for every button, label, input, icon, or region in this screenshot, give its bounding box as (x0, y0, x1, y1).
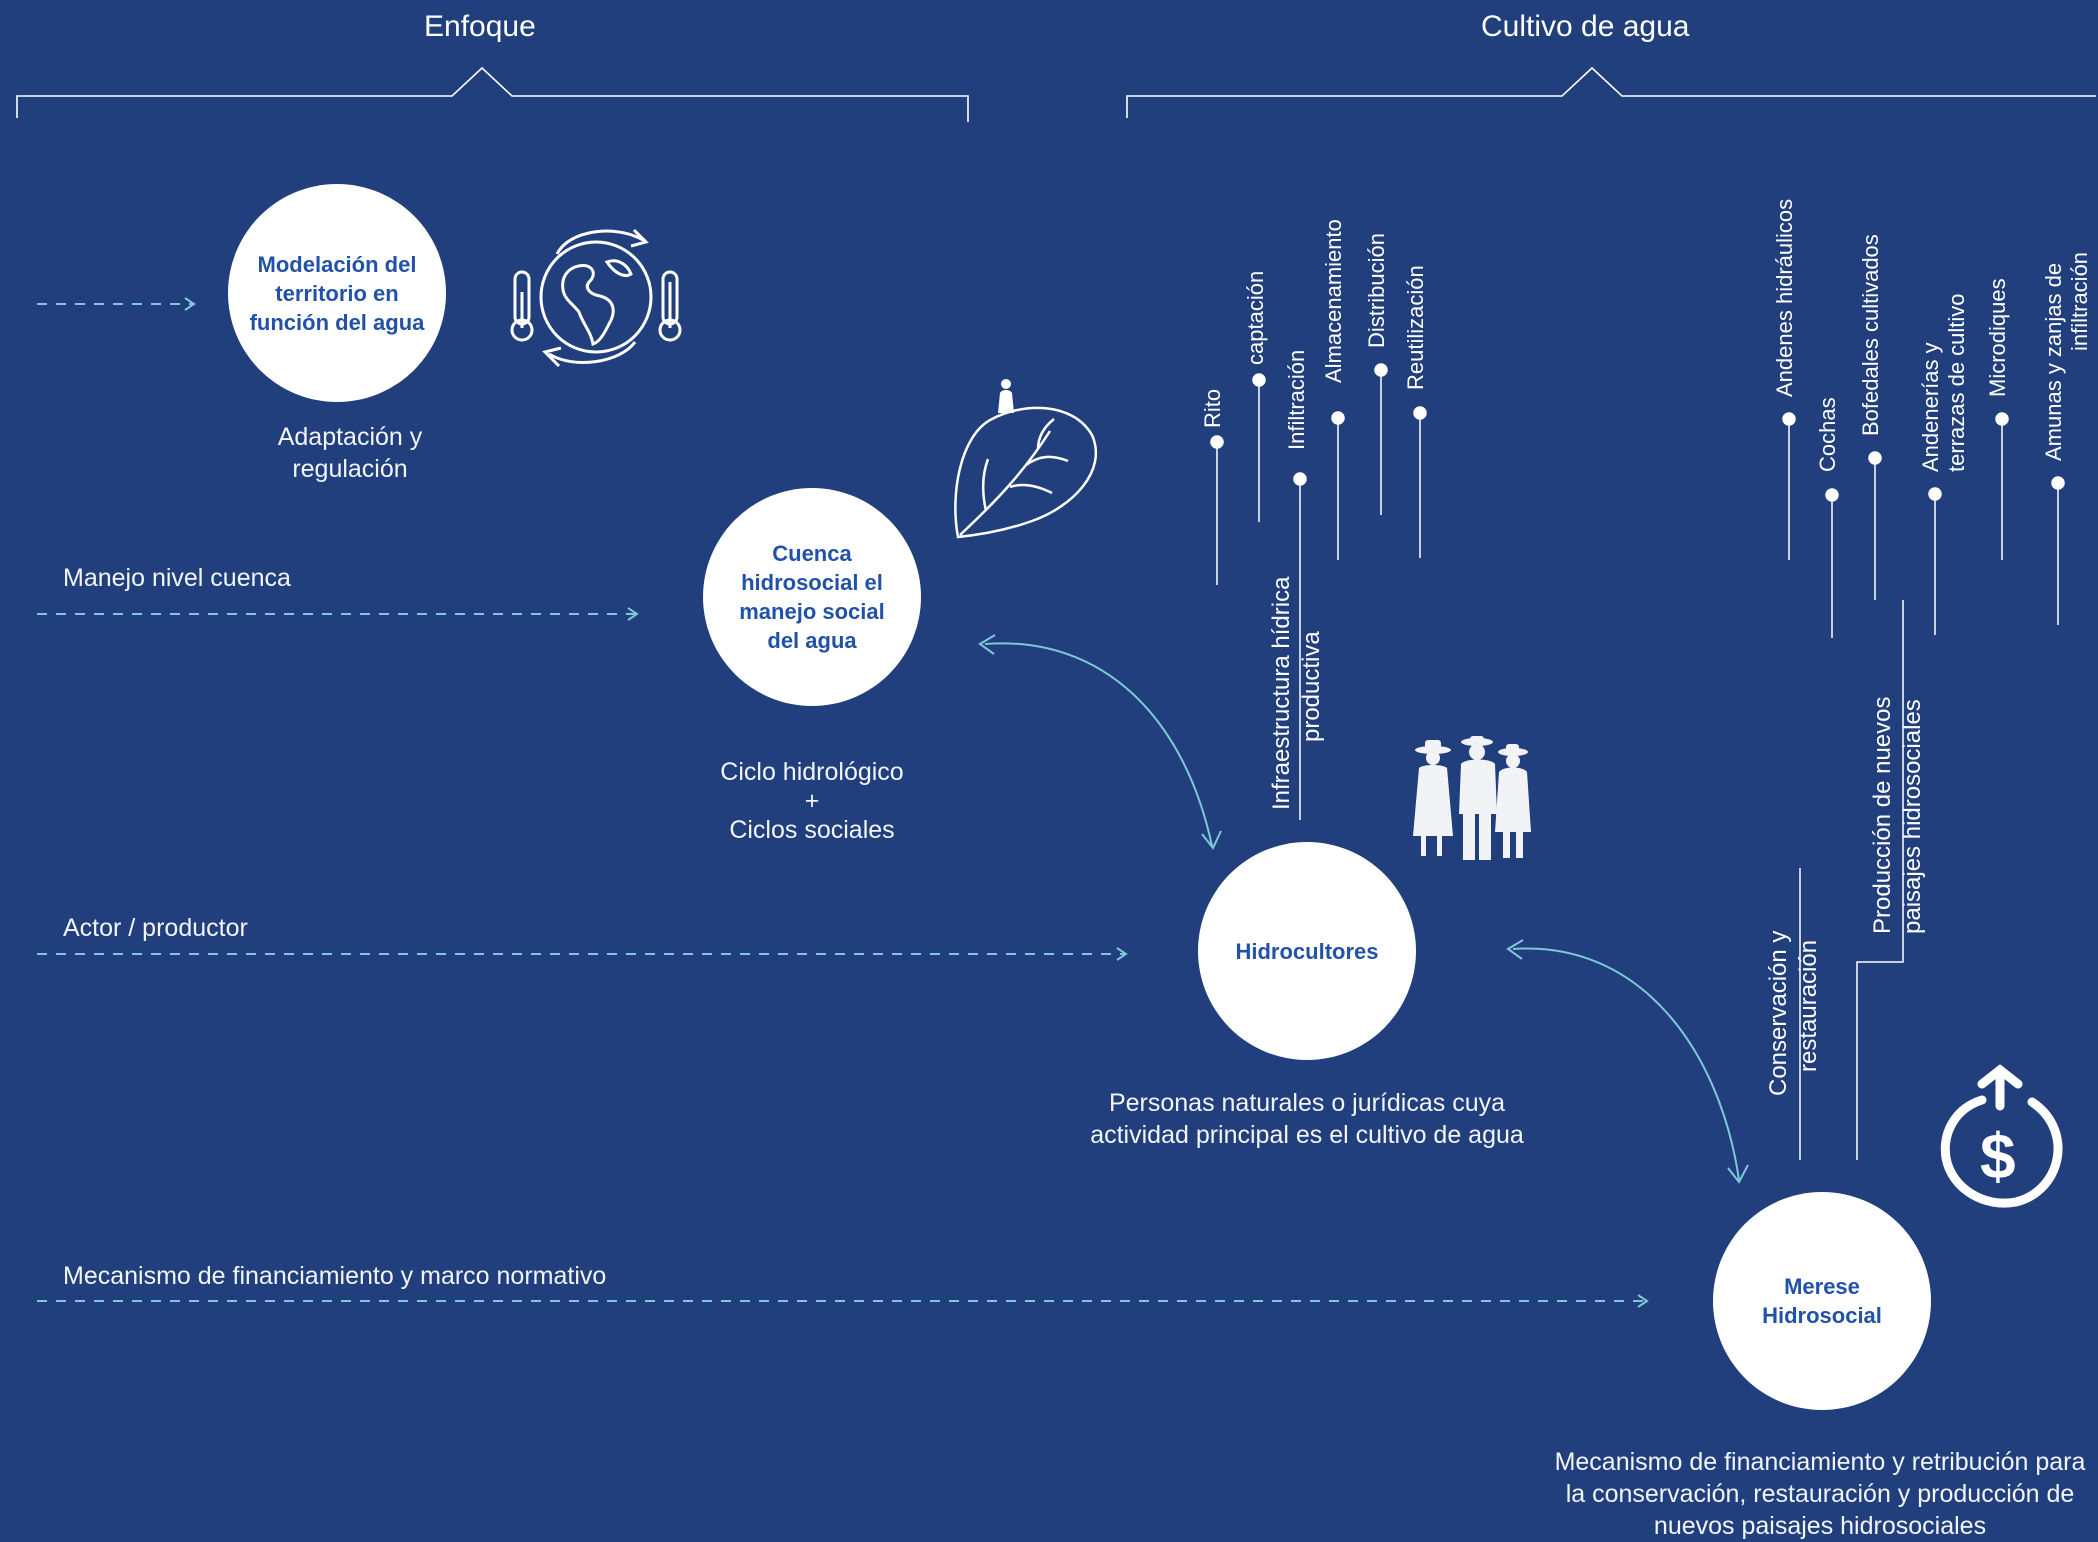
farmers-group-icon (1413, 736, 1531, 860)
row-label-manejo: Manejo nivel cuenca (63, 564, 291, 592)
infra-item-distribucion: Distribución (1364, 233, 1389, 348)
infra-item-almacenamiento: Almacenamiento (1321, 219, 1346, 383)
paisajes-title-line-2: paisajes hidrosociales (1899, 699, 1926, 934)
infra-title-line-1: Infraestructura hídrica (1268, 576, 1295, 810)
caption-cuenca-line-2: + (804, 787, 820, 815)
caption-cuenca-line-3: Ciclos sociales (729, 816, 895, 844)
header-cultivo-de-agua: Cultivo de agua (1481, 10, 1690, 43)
watershed-leaf-icon (954, 379, 1098, 539)
row-label-actor: Actor / productor (63, 914, 248, 942)
infra-title: Infraestructura hídrica productiva (1267, 577, 1327, 810)
paisaje-item-andenerias-line-1: Andenerías y (1918, 342, 1943, 472)
node-modelacion-label: Modelación del territorio en función del… (249, 251, 425, 335)
bracket-cultivo (1126, 66, 2096, 118)
paisaje-item-microdiques: Microdiques (1985, 278, 2010, 397)
caption-modelacion: Adaptación y regulación (277, 423, 423, 483)
paisaje-item-amunas-line-1: Amunas y zanjas de (2041, 262, 2066, 461)
node-cuenca-label: Cuenca hidrosocial el manejo social del … (739, 541, 885, 653)
conservacion-title-line-1: Conservación y (1765, 930, 1792, 1096)
bracket-enfoque (16, 66, 969, 122)
paisaje-item-andenerias: Andenerías y terrazas de cultivo (1918, 293, 1970, 472)
node-merese: Merese Hidrosocial (1713, 1192, 1931, 1410)
climate-globe-icon (510, 228, 682, 368)
node-cuenca: Cuenca hidrosocial el manejo social del … (703, 488, 921, 706)
infra-item-reutilizacion: Reutilización (1403, 265, 1428, 390)
paisaje-item-cochas: Cochas (1815, 397, 1840, 472)
curve-hidrocultores-merese (1512, 947, 1740, 1181)
money-cycle-icon: $ (1940, 1064, 2063, 1208)
conservacion-title-line-2: restauración (1795, 939, 1822, 1072)
paisaje-item-andenerias-line-2: terrazas de cultivo (1944, 293, 1969, 472)
infra-item-rito: Rito (1200, 388, 1225, 428)
produccion-connector (1856, 600, 1904, 1160)
infra-title-line-2: productiva (1298, 631, 1325, 742)
node-hidrocultores-label: Hidrocultores (1235, 938, 1379, 964)
paisajes-title: Producción de nuevos paisajes hidrosocia… (1868, 697, 1928, 935)
caption-merese: Mecanismo de financiamiento y retribució… (1554, 1448, 2086, 1540)
paisaje-item-amunas: Amunas y zanjas de infiltración (2041, 252, 2093, 461)
paisaje-item-amunas-line-2: infiltración (2067, 251, 2092, 351)
paisaje-item-bofedales: Bofedales cultivados (1858, 234, 1883, 436)
caption-hidrocultores: Personas naturales o jurídicas cuya acti… (1090, 1089, 1524, 1149)
node-modelacion: Modelación del territorio en función del… (228, 184, 446, 402)
infra-item-captacion: captación (1243, 270, 1268, 365)
conservacion-title: Conservación y restauración (1764, 931, 1824, 1096)
header-enfoque: Enfoque (424, 10, 536, 43)
infra-item-infiltracion: Infiltración (1284, 349, 1309, 450)
node-hidrocultores: Hidrocultores (1198, 842, 1416, 1060)
curve-cuenca-hidrocultores (984, 642, 1213, 847)
caption-cuenca-line-1: Ciclo hidrológico (720, 758, 904, 786)
node-merese-label: Merese Hidrosocial (1762, 1274, 1882, 1328)
money-cycle-icon-symbol: $ (1980, 1120, 2016, 1192)
row-label-mecanismo: Mecanismo de financiamiento y marco norm… (63, 1262, 607, 1290)
paisaje-item-andenes-hidraulicos: Andenes hidráulicos (1772, 198, 1797, 397)
paisajes-title-line-1: Producción de nuevos (1869, 696, 1896, 935)
caption-cuenca: Ciclo hidrológico + Ciclos sociales (660, 756, 964, 846)
